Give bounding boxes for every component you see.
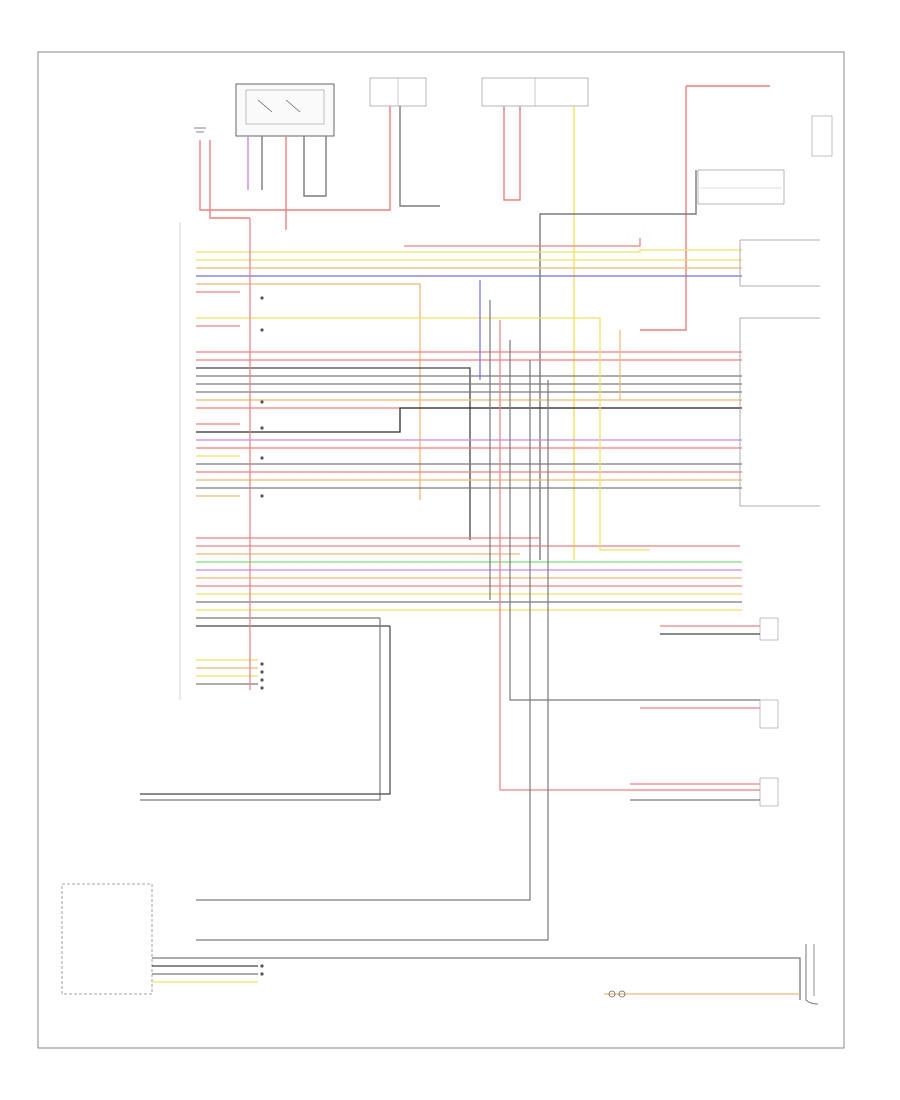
fuse-box-right [481,77,589,107]
fuse-box-left [369,77,427,107]
diagram-frame [37,51,845,1049]
emergency-flasher-switch [235,83,335,137]
bottom-wires [152,957,801,1000]
bottom-left-module [61,883,153,995]
right-module-top [739,239,820,287]
splice-dots [260,296,264,976]
ground-symbol-top [194,127,206,133]
right-module-lower-3 [630,777,779,807]
right-module-electronic [739,317,820,507]
connector-top-right [811,115,833,157]
top-switch-wires [199,85,770,560]
flasher-relay-top-right [697,169,785,205]
right-module-lower-1 [660,617,779,641]
bottom-right-connector [805,944,819,1005]
trunk-wires [140,218,760,941]
right-module-lower-2 [640,699,779,729]
harness-wires [196,249,742,685]
ground-symbol-bottom [608,990,626,998]
